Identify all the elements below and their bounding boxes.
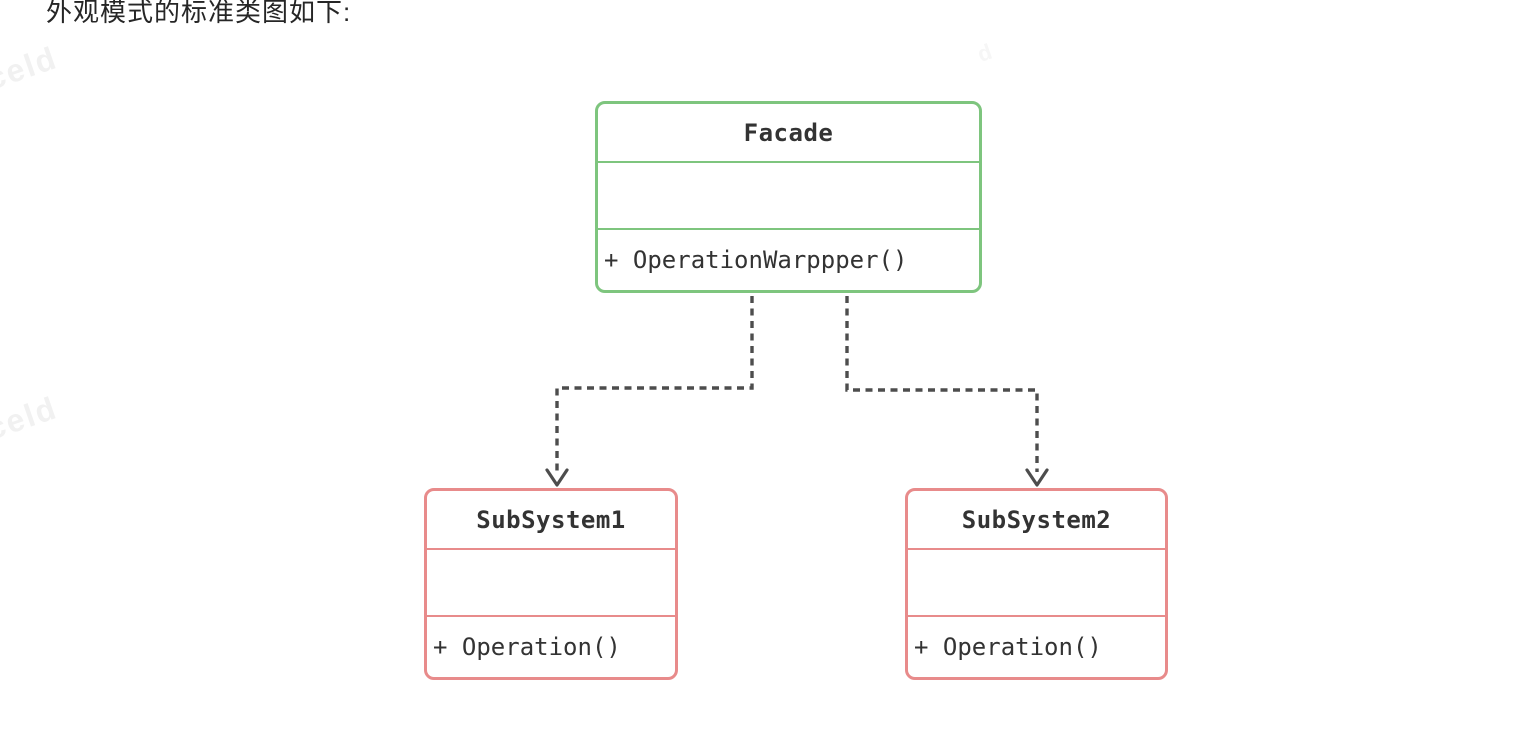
arrowhead-subsystem2-icon: [1025, 468, 1049, 487]
subsystem1-method-label: + Operation(): [433, 633, 621, 661]
facade-class-name: Facade: [598, 104, 979, 163]
subsystem1-class-name: SubSystem1: [427, 491, 675, 550]
watermark-text: celd: [0, 389, 62, 447]
subsystem1-attributes-section: [427, 550, 675, 617]
watermark-text: d: [974, 38, 997, 67]
subsystem1-class-box: SubSystem1 + Operation(): [424, 488, 678, 680]
page-title: 外观模式的标准类图如下:: [46, 0, 352, 27]
facade-method-label: + OperationWarppper(): [604, 246, 908, 274]
arrowhead-subsystem1-icon: [545, 468, 569, 487]
subsystem2-class-name: SubSystem2: [908, 491, 1165, 550]
facade-class-box: Facade + OperationWarppper(): [595, 101, 982, 293]
facade-to-subsystem2-dashed-arrow: [845, 296, 1039, 472]
subsystem2-attributes-section: [908, 550, 1165, 617]
subsystem2-method-label: + Operation(): [914, 633, 1102, 661]
facade-to-subsystem1-dashed-arrow: [555, 296, 754, 472]
facade-attributes-section: [598, 163, 979, 230]
watermark-text: celd: [0, 39, 62, 97]
subsystem2-class-box: SubSystem2 + Operation(): [905, 488, 1168, 680]
